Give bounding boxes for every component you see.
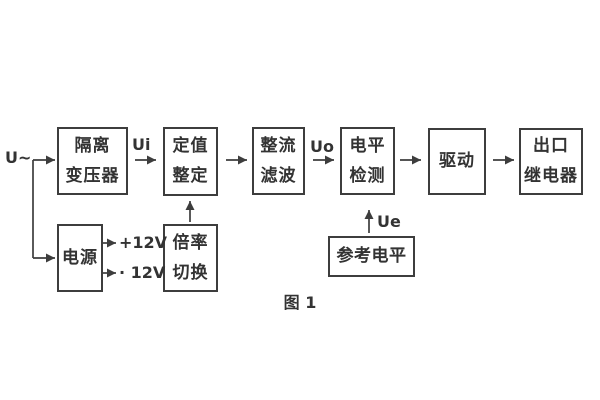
block-power-supply: 电源 [57, 224, 103, 292]
signal-label-plus-12v: +12V [119, 233, 168, 252]
block-label: 继电器 [524, 166, 578, 186]
block-value-setting: 定值 整定 [163, 127, 218, 196]
block-label: 定值 [172, 136, 209, 156]
block-level-detection: 电平 检测 [340, 127, 395, 195]
block-ratio-switching: 倍率 切换 [163, 224, 218, 292]
block-label: 隔离 [74, 135, 111, 156]
signal-label-ue: Ue [377, 212, 401, 231]
signal-label-uo: Uo [310, 137, 334, 156]
block-isolation-transformer: 隔离 变压器 [57, 127, 128, 195]
block-rectifier-filter: 整流 滤波 [252, 127, 305, 195]
block-output-relay: 出口 继电器 [519, 128, 583, 195]
block-reference-level: 参考电平 [328, 236, 415, 277]
block-label: 整流 [260, 135, 297, 156]
block-label: 驱动 [439, 151, 475, 171]
block-label: 出口 [533, 136, 569, 156]
signal-label-ui: Ui [132, 135, 151, 154]
block-label: 变压器 [65, 165, 120, 186]
block-label: 切换 [172, 262, 209, 283]
block-driver: 驱动 [428, 128, 486, 195]
block-label: 检测 [349, 165, 386, 186]
block-label: 电源 [62, 247, 98, 268]
block-label: 滤波 [260, 165, 297, 186]
block-label: 电平 [349, 135, 386, 156]
figure-caption: 图 1 [283, 293, 317, 312]
block-label: 参考电平 [336, 246, 407, 266]
block-label: 整定 [172, 166, 209, 186]
signal-label-minus-12v: · 12V [119, 263, 166, 282]
signal-label-input-u: U~ [5, 148, 32, 167]
block-label: 倍率 [172, 232, 209, 253]
